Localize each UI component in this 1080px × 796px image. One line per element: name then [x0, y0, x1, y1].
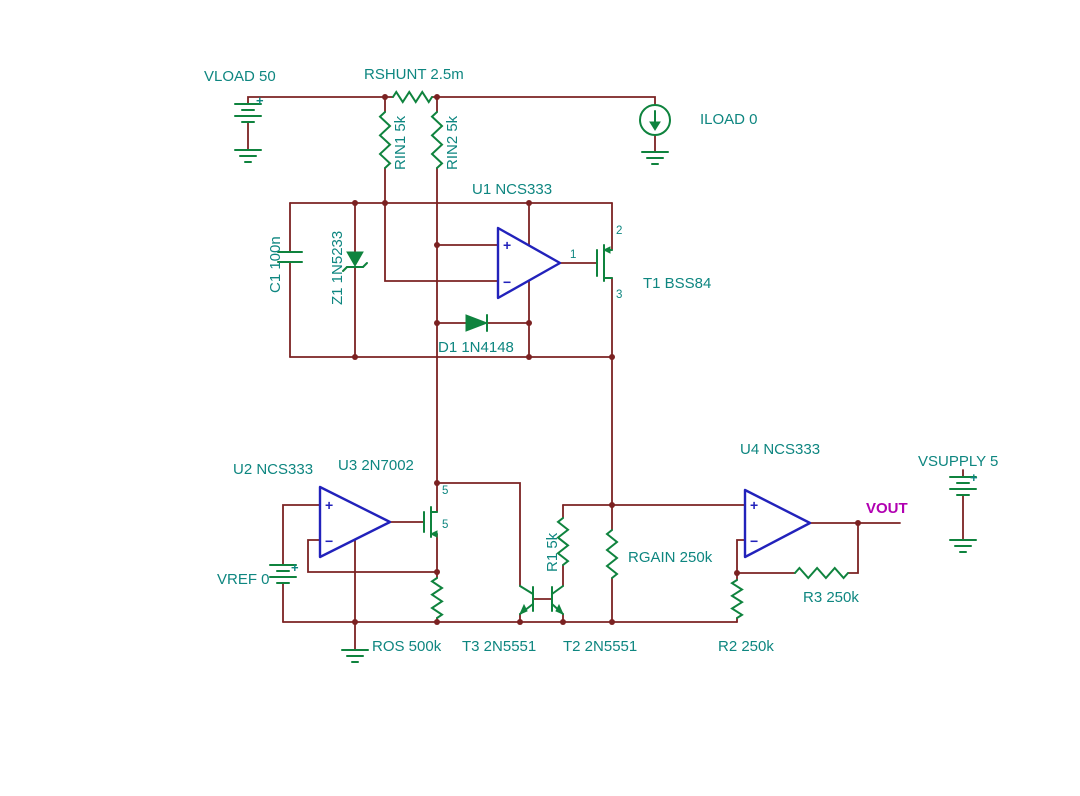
resistor-rshunt	[392, 90, 433, 104]
label-u4: U4 NCS333	[740, 441, 820, 458]
label-vout: VOUT	[866, 500, 908, 517]
resistor-ros	[430, 577, 444, 619]
label-r1: R1 5k	[544, 532, 561, 572]
resistors	[378, 90, 849, 619]
mosfet-t1	[596, 244, 613, 282]
pin-u3-drain: 5	[442, 485, 448, 497]
diode-d1	[465, 314, 489, 332]
resistor-r2	[730, 579, 744, 619]
label-vsupply: VSUPPLY 5	[918, 453, 998, 470]
zener-z1	[342, 251, 368, 272]
u2-minus-mark: −	[325, 533, 333, 549]
label-rin1: RIN1 5k	[392, 115, 409, 170]
battery-vsupply	[949, 476, 977, 496]
opamp-u1: + −	[496, 226, 562, 300]
junction-dots	[352, 94, 861, 625]
mosfet-u3	[423, 506, 438, 538]
opamp-u4: + −	[743, 488, 812, 559]
label-d1: D1 1N4148	[438, 339, 514, 356]
resistor-rin2	[430, 111, 444, 169]
vref-plus-mark: +	[291, 560, 299, 575]
u1-minus-mark: −	[503, 274, 511, 290]
label-vload: VLOAD 50	[204, 68, 276, 85]
label-z1: Z1 1N5233	[329, 231, 346, 305]
ground-symbol-bottom	[341, 649, 369, 663]
label-ros: ROS 500k	[372, 638, 442, 655]
current-source-iload	[639, 104, 671, 136]
label-u2: U2 NCS333	[233, 461, 313, 478]
resistor-rgain	[605, 529, 619, 579]
ground-symbol-iload	[641, 151, 669, 165]
resistor-r1	[556, 517, 570, 566]
vsupply-plus-mark: +	[970, 470, 978, 485]
bjt-t2	[551, 585, 564, 615]
labels: VLOAD 50 RSHUNT 2.5m RIN1 5k RIN2 5k ILO…	[204, 66, 998, 655]
battery-vref	[269, 564, 297, 584]
pin-u3-source: 5	[442, 519, 448, 531]
pin-numbers: 1 2 3 5 5 + + +	[256, 93, 978, 575]
pin-t1-top: 2	[616, 225, 622, 237]
label-iload: ILOAD 0	[700, 111, 758, 128]
u1-plus-mark: +	[503, 237, 511, 253]
label-r3: R3 250k	[803, 589, 859, 606]
label-rshunt: RSHUNT 2.5m	[364, 66, 464, 83]
label-c1: C1 100n	[267, 236, 284, 293]
battery-vload	[234, 103, 262, 123]
capacitor-c1	[277, 251, 303, 263]
label-t3: T3 2N5551	[462, 638, 536, 655]
vload-plus-mark: +	[256, 93, 264, 108]
label-t1: T1 BSS84	[643, 275, 711, 292]
resistor-r3	[794, 566, 849, 580]
opamp-u2: + −	[318, 485, 392, 559]
label-rgain: RGAIN 250k	[628, 549, 713, 566]
label-u1: U1 NCS333	[472, 181, 552, 198]
label-u3: U3 2N7002	[338, 457, 414, 474]
label-t2: T2 2N5551	[563, 638, 637, 655]
u4-plus-mark: +	[750, 497, 758, 513]
u4-minus-mark: −	[750, 533, 758, 549]
label-vref: VREF 0	[217, 571, 270, 588]
u2-plus-mark: +	[325, 497, 333, 513]
label-rin2: RIN2 5k	[444, 115, 461, 170]
pin-t1-bottom: 3	[616, 289, 622, 301]
bjt-t3	[519, 585, 534, 615]
ground-symbol-vsupply	[949, 539, 977, 553]
pin-u1-out: 1	[570, 249, 576, 261]
label-r2: R2 250k	[718, 638, 774, 655]
wires	[247, 96, 964, 651]
ground-symbol-vload	[234, 149, 262, 163]
resistor-rin1	[378, 111, 392, 169]
